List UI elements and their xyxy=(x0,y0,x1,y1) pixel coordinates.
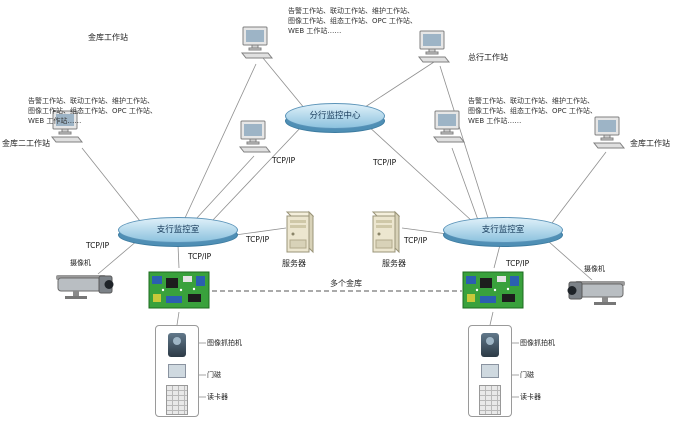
door-unit-frame xyxy=(155,325,199,417)
workstation-mid-left-icon xyxy=(236,120,272,158)
controller-board-right-icon xyxy=(462,268,524,316)
door-right-label-2: 门磁 xyxy=(520,371,534,379)
door-access-unit-right xyxy=(468,325,512,417)
network-cloud-top: 分行监控中心 xyxy=(285,103,385,133)
disk-face xyxy=(285,103,385,129)
disk-face xyxy=(118,217,238,243)
ws-top-right-label: 总行工作站 xyxy=(468,53,508,62)
workstation-far-left-icon xyxy=(48,110,84,148)
network-cloud-left-label: 支行监控室 xyxy=(156,225,200,235)
card-reader-icon xyxy=(479,385,501,415)
tcpip-label: TCP/IP xyxy=(188,252,212,261)
door-left-label-3: 读卡器 xyxy=(207,393,228,401)
card-reader-icon xyxy=(166,385,188,415)
workstation-mid-right-icon xyxy=(430,110,466,148)
workstation-top-right-icon xyxy=(415,30,451,68)
tcpip-label: TCP/IP xyxy=(506,259,530,268)
server-left-label: 服务器 xyxy=(282,259,306,268)
ws-top-left-label: 金库工作站 xyxy=(88,33,128,42)
network-cloud-left: 支行监控室 xyxy=(118,217,238,247)
door-unit-frame xyxy=(468,325,512,417)
workstation-top-left-icon xyxy=(238,26,274,64)
tcpip-label: TCP/IP xyxy=(246,235,270,244)
tcpip-label: TCP/IP xyxy=(373,158,397,167)
server-left-icon xyxy=(282,208,315,260)
server-right-icon xyxy=(368,208,401,260)
door-left-label-2: 门磁 xyxy=(207,371,221,379)
network-cloud-right-label: 支行监控室 xyxy=(481,225,525,235)
ws-far-right-label: 金库工作站 xyxy=(630,139,670,148)
tcpip-label: TCP/IP xyxy=(404,236,428,245)
server-right-label: 服务器 xyxy=(382,259,406,268)
multi-vault-label: 多个金库 xyxy=(330,279,362,288)
controller-board-left-icon xyxy=(148,268,210,316)
disk-face xyxy=(443,217,563,243)
network-cloud-right: 支行监控室 xyxy=(443,217,563,247)
snapshot-camera-icon xyxy=(481,333,499,357)
workstation-notes-top: 告警工作站、联动工作站、维护工作站、图像工作站、组态工作站、OPC 工作站、WE… xyxy=(288,7,417,36)
door-access-unit-left xyxy=(155,325,199,417)
cctv-camera-right-icon xyxy=(562,274,626,312)
door-right-label-1: 图像抓拍机 xyxy=(520,339,555,347)
cctv-camera-left-icon xyxy=(55,268,119,306)
tcpip-label: TCP/IP xyxy=(86,241,110,250)
door-right-label-3: 读卡器 xyxy=(520,393,541,401)
network-cloud-top-label: 分行监控中心 xyxy=(309,111,361,121)
workstation-notes-left: 告警工作站、联动工作站、维护工作站、图像工作站、组态工作站、OPC 工作站、WE… xyxy=(28,97,157,126)
door-left-label-1: 图像抓拍机 xyxy=(207,339,242,347)
door-sensor-icon xyxy=(168,364,186,378)
door-sensor-icon xyxy=(481,364,499,378)
snapshot-camera-icon xyxy=(168,333,186,357)
tcpip-label: TCP/IP xyxy=(272,156,296,165)
workstation-far-right-icon xyxy=(590,116,626,154)
camera-left-label: 摄像机 xyxy=(70,259,91,267)
camera-right-label: 摄像机 xyxy=(584,265,605,273)
ws-far-left-label: 金库二工作站 xyxy=(2,139,50,148)
workstation-notes-right: 告警工作站、联动工作站、维护工作站、图像工作站、组态工作站、OPC 工作站、WE… xyxy=(468,97,597,126)
